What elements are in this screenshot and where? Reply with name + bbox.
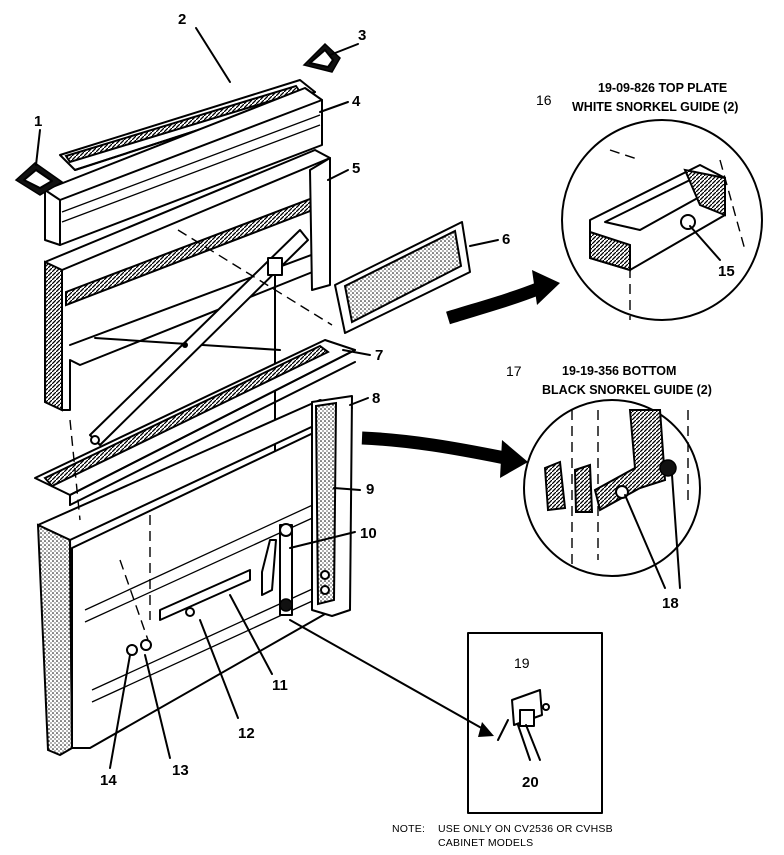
callout-17: 17 <box>506 363 522 379</box>
callout-numbers: 1 2 3 4 5 6 7 8 9 10 11 12 13 14 15 16 1… <box>34 11 735 791</box>
note-label: NOTE: <box>392 823 426 835</box>
callout-16: 16 <box>536 92 552 108</box>
detail-box-connector <box>467 632 603 814</box>
detail-captions: 19-09-826 TOP PLATE WHITE SNORKEL GUIDE … <box>542 81 738 397</box>
assembly-guide-lines <box>69 229 333 641</box>
callout-20: 20 <box>522 774 539 791</box>
callout-12: 12 <box>238 725 255 742</box>
callout-18: 18 <box>662 595 679 612</box>
detail-arrows <box>289 270 560 737</box>
detail-bottom-caption-line1: 19-19-356 BOTTOM <box>562 364 676 378</box>
callout-10: 10 <box>360 525 377 542</box>
filter-frame <box>44 149 331 412</box>
top-cover <box>44 87 323 246</box>
callout-15: 15 <box>718 263 735 280</box>
cabinet-body <box>36 395 353 757</box>
callout-4: 4 <box>352 93 361 110</box>
note-line2: CABINET MODELS <box>438 837 534 849</box>
filter-pad <box>334 221 471 334</box>
callout-11: 11 <box>272 677 288 694</box>
note-line1: USE ONLY ON CV2536 OR CVHSB <box>438 823 613 835</box>
callout-7: 7 <box>375 347 383 364</box>
detail-top-caption-line1: 19-09-826 TOP PLATE <box>598 81 727 95</box>
leader-lines <box>35 27 721 769</box>
callout-13: 13 <box>172 762 189 779</box>
end-cap-left <box>14 162 64 196</box>
callout-14: 14 <box>100 772 117 789</box>
callout-2: 2 <box>178 11 186 28</box>
detail-bottom-caption-line2: BLACK SNORKEL GUIDE (2) <box>542 383 712 397</box>
callout-6: 6 <box>502 231 510 248</box>
detail-top-caption-line2: WHITE SNORKEL GUIDE (2) <box>572 100 738 114</box>
callout-1: 1 <box>34 113 42 130</box>
detail-top-snorkel-guide <box>561 119 763 321</box>
detail-bottom-snorkel-guide <box>523 399 701 577</box>
callout-3: 3 <box>358 27 366 44</box>
callout-19: 19 <box>514 655 530 671</box>
snorkel-rail <box>34 339 356 506</box>
callout-5: 5 <box>352 160 360 177</box>
end-cap-right <box>302 42 341 73</box>
callout-8: 8 <box>372 390 380 407</box>
callout-9: 9 <box>366 481 374 498</box>
